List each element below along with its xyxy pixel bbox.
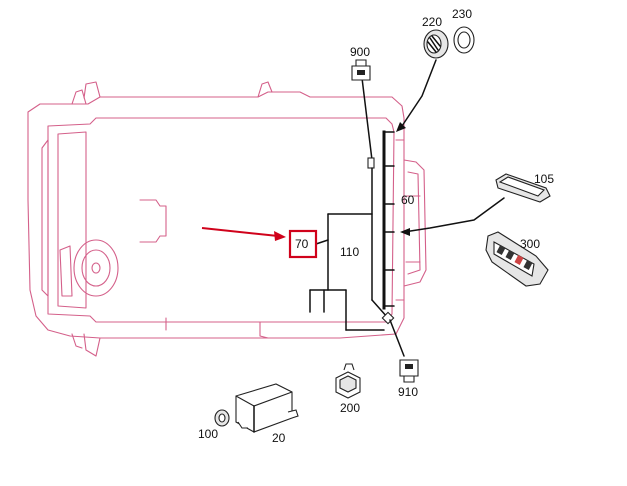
callout-900[interactable]: 900 <box>350 45 370 59</box>
part-105-pad[interactable] <box>495 173 551 203</box>
leader-105 <box>403 197 505 233</box>
spare-wheel <box>59 239 119 297</box>
callout-70-highlight-box <box>288 229 318 259</box>
callout-105[interactable]: 105 <box>534 172 554 186</box>
callout-200[interactable]: 200 <box>340 401 360 415</box>
part-220-grille[interactable] <box>423 29 449 59</box>
callout-100[interactable]: 100 <box>198 427 218 441</box>
callout-220[interactable]: 220 <box>422 15 442 29</box>
part-20-control-module[interactable] <box>235 383 299 433</box>
callout-110[interactable]: 110 <box>340 245 359 259</box>
part-100-grommet[interactable] <box>214 409 230 427</box>
callout-300[interactable]: 300 <box>520 237 540 251</box>
callout-910[interactable]: 910 <box>398 385 418 399</box>
part-900-connector[interactable] <box>351 59 371 81</box>
part-300-switch-panel[interactable] <box>485 231 549 287</box>
part-200-clip[interactable] <box>335 363 361 399</box>
part-910-connector[interactable] <box>399 359 419 383</box>
highlight-arrow <box>201 227 286 241</box>
wiring-harness <box>309 77 405 357</box>
callout-230[interactable]: 230 <box>452 7 472 21</box>
part-230-ring[interactable] <box>453 26 475 54</box>
callout-20[interactable]: 20 <box>272 431 286 445</box>
callout-60[interactable]: 60 <box>401 193 415 207</box>
vehicle-outline <box>27 81 427 357</box>
leader-70 <box>315 239 329 245</box>
callout-70[interactable]: 70 <box>295 237 309 251</box>
leader-220 <box>401 59 437 127</box>
